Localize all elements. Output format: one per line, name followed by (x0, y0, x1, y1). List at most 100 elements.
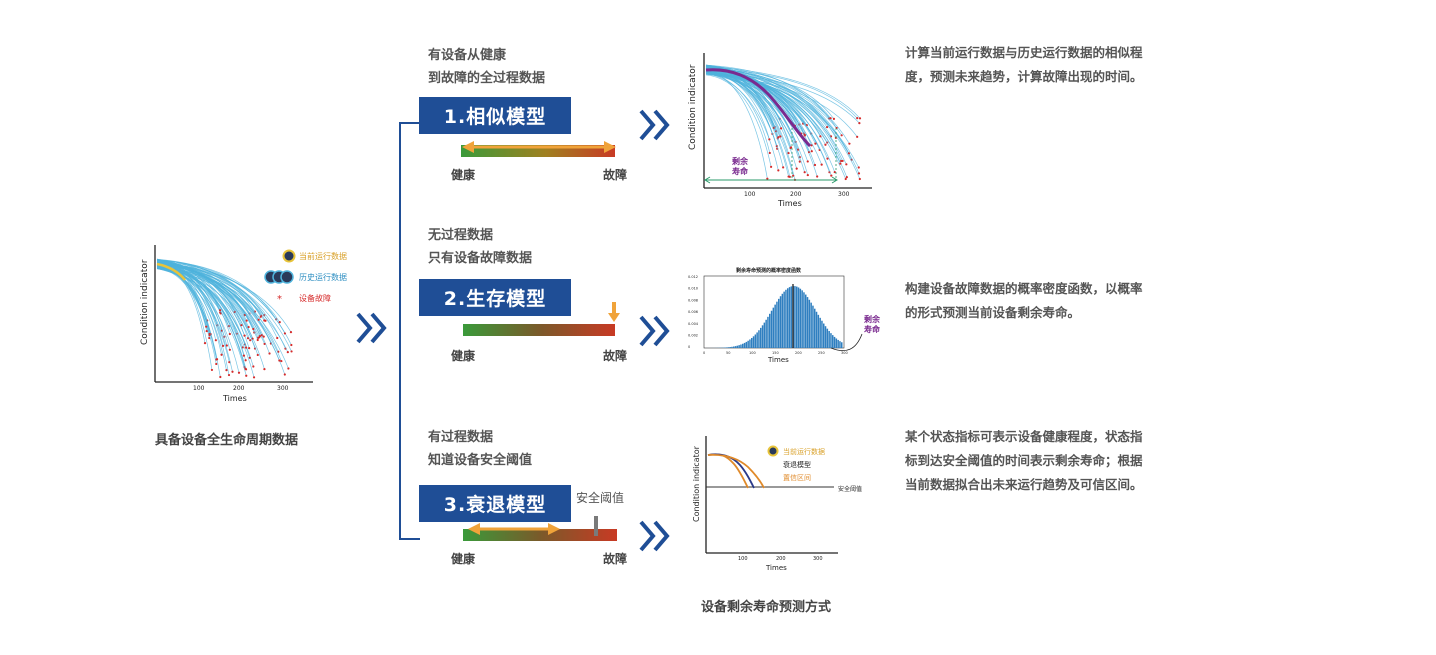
fault-point (766, 177, 769, 180)
pdf-bar (832, 335, 834, 348)
pdf-bar (772, 307, 775, 348)
fault-point (208, 336, 211, 340)
fault-point (830, 174, 833, 177)
fault-point (262, 335, 265, 338)
model2-healthy: 健康 (451, 349, 476, 363)
model2-label-line1: 无过程数据 (428, 228, 494, 243)
pdf-bar (751, 337, 753, 348)
history-curve (705, 70, 806, 135)
pdf-bar (830, 333, 832, 348)
history-curve (156, 259, 256, 349)
model1-tick-300: 300 (838, 191, 850, 198)
fault-point (290, 350, 293, 353)
fault-point (803, 171, 806, 174)
model3-legend-current: 当前运行数据 (783, 447, 825, 456)
fault-point (847, 152, 851, 155)
fault-point (856, 117, 859, 120)
fault-point (244, 359, 247, 362)
pdf-bar (833, 336, 836, 348)
history-curve (705, 72, 779, 171)
history-curve (156, 261, 263, 336)
pdf-bar (839, 341, 841, 348)
pdf-bar (774, 304, 776, 348)
model1-ylabel: Condition indicator (688, 64, 698, 150)
fault-point (813, 163, 817, 167)
fault-point (787, 175, 790, 178)
fault-point (208, 332, 211, 336)
fault-point (814, 142, 817, 145)
pdf-xtick: 100 (749, 351, 756, 355)
history-curve (705, 65, 843, 162)
double-chevron-icon-3 (639, 520, 670, 552)
history-curve (156, 261, 292, 352)
pdf-bar (738, 345, 740, 348)
pdf-xtick: 0 (703, 351, 705, 355)
fault-point (858, 177, 861, 181)
double-chevron-icon-main (356, 312, 387, 344)
fault-point (857, 172, 861, 175)
pdf-bar (779, 296, 782, 348)
fault-point (248, 347, 251, 350)
model2-rul-label-2: 寿命 (864, 324, 881, 334)
model3-label-line2: 知道设备安全阈值 (428, 453, 533, 468)
model3-description: 某个状态指标可表示设备健康程度，状态指标到达安全阈值的时间表示剩余寿命；根据当前… (905, 429, 1143, 492)
model1-rul-label-2: 寿命 (732, 166, 749, 176)
left-tick-300: 300 (277, 385, 289, 392)
fault-star-icon: * (277, 294, 282, 305)
pdf-bar (731, 346, 733, 348)
pdf-bar (788, 287, 791, 348)
pdf-xtick: 150 (772, 351, 779, 355)
history-curve (156, 259, 207, 327)
pdf-bar (727, 347, 730, 348)
fault-point (252, 376, 256, 379)
model1-tick-100: 100 (744, 191, 756, 198)
model2-health-bar (463, 302, 620, 336)
fault-point (832, 117, 836, 121)
pdf-bar (761, 325, 764, 348)
model1-label-line1: 有设备从健康 (428, 48, 507, 63)
left-tick-200: 200 (233, 385, 245, 392)
fault-point (283, 373, 286, 376)
pdf-ytick: 0.012 (688, 275, 698, 279)
pdf-bar (799, 288, 802, 348)
pdf-bar (837, 339, 839, 348)
model3-threshold-text: 安全阈值 (838, 485, 862, 493)
fault-point (803, 133, 806, 136)
pdf-bar (808, 299, 811, 348)
pdf-ytick: 0 (688, 345, 690, 349)
fault-point (245, 319, 248, 322)
fault-point (777, 136, 780, 139)
model2-chart-title: 剩余寿命预测的概率密度函数 (736, 267, 802, 274)
fault-point (825, 125, 829, 129)
pdf-bar (743, 342, 746, 348)
pdf-bar (745, 341, 748, 348)
pdf-bar (815, 311, 818, 348)
model1-description: 计算当前运行数据与历史运行数据的相似程度，预测未来趋势，计算故障出现的时间。 (905, 45, 1143, 84)
pdf-bar (740, 344, 742, 348)
fault-point (220, 353, 223, 356)
left-tick-100: 100 (193, 385, 205, 392)
pdf-bar (841, 342, 843, 348)
double-chevron-icon-2 (639, 315, 670, 347)
fault-point (845, 176, 848, 179)
fault-point (247, 325, 250, 329)
pdf-bar (797, 287, 800, 348)
fault-point (231, 370, 234, 373)
fault-point (268, 352, 271, 355)
history-curve (156, 266, 240, 373)
pdf-bar (767, 316, 769, 348)
fault-point (228, 332, 231, 336)
fault-point (227, 373, 231, 377)
fault-point (205, 329, 208, 333)
fault-point (810, 150, 813, 153)
fault-point (248, 356, 251, 359)
fault-point (289, 330, 293, 334)
fault-point (810, 144, 813, 147)
fault-point (243, 334, 246, 337)
model3-current-data-icon (767, 445, 779, 457)
current-curve (156, 262, 186, 281)
fault-point (858, 122, 861, 125)
fault-point (798, 160, 801, 163)
pdf-bar (758, 330, 760, 348)
pdf-bar (823, 323, 825, 348)
